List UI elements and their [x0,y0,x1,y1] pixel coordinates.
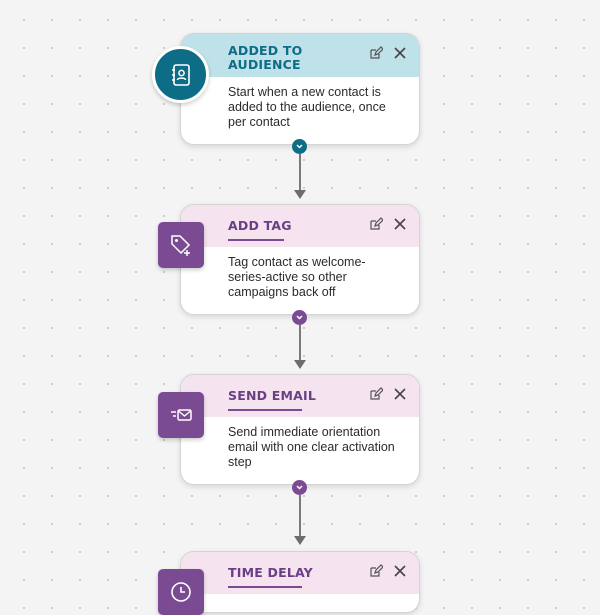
title-underline [228,239,284,241]
node-description: Send immediate orientation email with on… [228,425,395,469]
node-description: Start when a new contact is added to the… [228,85,386,129]
close-icon[interactable] [393,217,407,231]
arrow-down-icon [294,190,306,199]
chevron-down-icon[interactable] [292,480,307,495]
node-actions [369,564,407,578]
connector-line [299,495,301,537]
node-title: ADD TAG [228,219,373,233]
node-title: SEND EMAIL [228,389,373,403]
node-actions [369,217,407,231]
action-node-time-delay[interactable]: TIME DELAY [180,551,420,613]
node-header: ADDED TO AUDIENCE [181,34,419,77]
title-underline [228,409,302,411]
action-node-send-email[interactable]: SEND EMAIL Send immediate orientation em… [180,374,420,485]
node-actions [369,46,407,60]
connector-line [299,325,301,361]
arrow-down-icon [294,360,306,369]
close-icon[interactable] [393,46,407,60]
node-title-line: AUDIENCE [228,57,301,72]
node-title-line: ADD TAG [228,218,292,233]
connector-line [299,154,301,190]
chevron-down-icon[interactable] [292,139,307,154]
node-title: ADDED TO AUDIENCE [228,44,373,72]
close-icon[interactable] [393,387,407,401]
chevron-down-icon[interactable] [292,310,307,325]
node-title: TIME DELAY [228,566,373,580]
action-node-add-tag[interactable]: ADD TAG Tag contact as welcome-series-ac… [180,204,420,315]
clock-icon [158,569,204,615]
node-header: ADD TAG [181,205,419,247]
title-underline [228,586,302,588]
node-title-line: ADDED TO [228,43,303,58]
arrow-down-icon [294,536,306,545]
edit-icon[interactable] [369,46,383,60]
contact-book-icon [152,46,209,103]
edit-icon[interactable] [369,564,383,578]
send-email-icon [158,392,204,438]
trigger-node-added-to-audience[interactable]: ADDED TO AUDIENCE Start when a new conta… [180,33,420,145]
node-description: Tag contact as welcome-series-active so … [228,255,366,299]
node-title-line: SEND EMAIL [228,388,316,403]
edit-icon[interactable] [369,387,383,401]
node-header: TIME DELAY [181,552,419,594]
tag-add-icon [158,222,204,268]
close-icon[interactable] [393,564,407,578]
node-header: SEND EMAIL [181,375,419,417]
node-title-line: TIME DELAY [228,565,313,580]
edit-icon[interactable] [369,217,383,231]
node-actions [369,387,407,401]
